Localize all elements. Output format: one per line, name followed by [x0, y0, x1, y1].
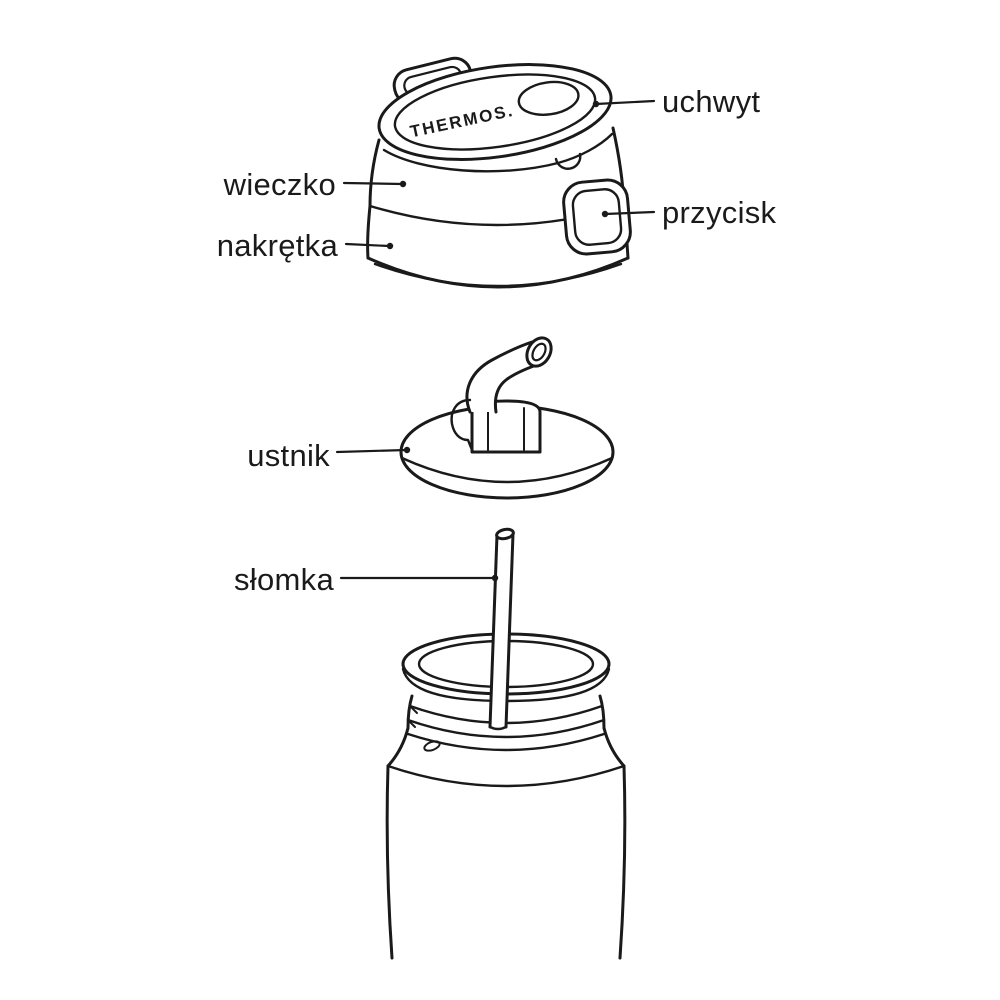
slomka-leader-line — [339, 574, 499, 582]
bottle-cap-assembly: THERMOS. — [366, 56, 632, 289]
part-labels: uchwyt wieczko przycisk nakrętka ustnik … — [217, 84, 777, 597]
cap-skirt — [366, 126, 630, 289]
uchwyt-leader-line — [592, 99, 656, 108]
label-wieczko: wieczko — [223, 167, 336, 202]
straw — [488, 527, 515, 731]
wieczko-leader-line — [342, 180, 407, 188]
label-slomka: słomka — [234, 562, 334, 597]
leader-lines — [335, 99, 656, 582]
push-button — [562, 178, 632, 256]
spout — [465, 336, 553, 414]
label-ustnik: ustnik — [247, 438, 330, 473]
label-uchwyt: uchwyt — [662, 84, 760, 119]
nakretka-leader-line — [344, 242, 394, 250]
label-nakretka: nakrętka — [217, 228, 339, 263]
label-przycisk: przycisk — [662, 195, 777, 230]
lid-top: THERMOS. — [377, 63, 613, 161]
clip-lever — [450, 398, 474, 452]
przycisk-leader-line — [601, 210, 656, 218]
ustnik-leader-line — [335, 446, 411, 454]
mouthpiece-assembly — [399, 336, 615, 500]
